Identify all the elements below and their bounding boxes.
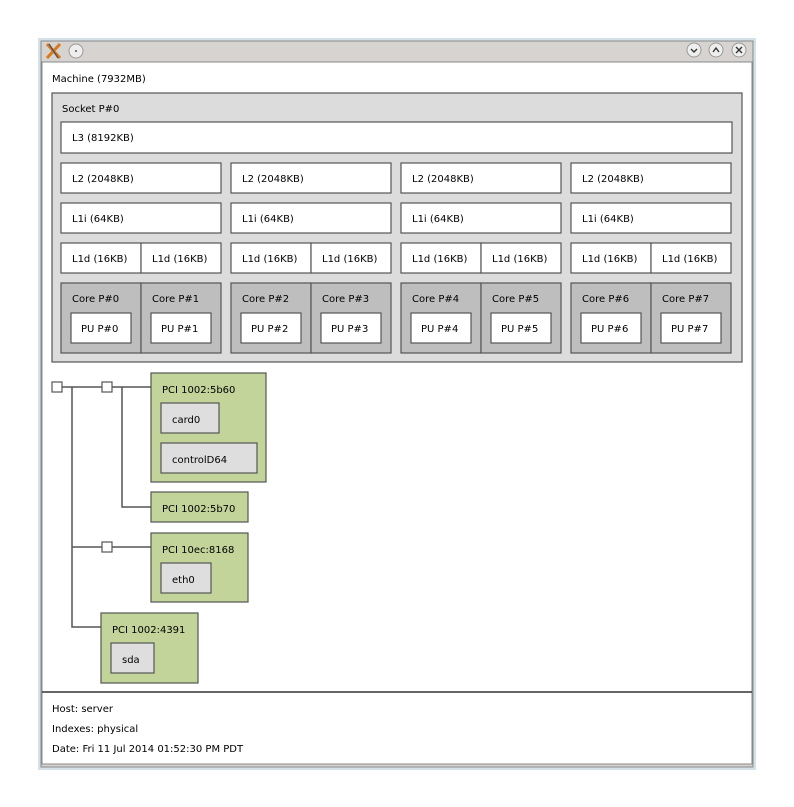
menu-button[interactable] — [68, 43, 84, 59]
pci-label: PCI 1002:5b60 — [162, 385, 235, 396]
pci-bridge — [101, 381, 113, 393]
pu-box — [240, 312, 302, 344]
l2-cache — [60, 162, 222, 194]
l1d-label: L1d (16KB) — [242, 254, 298, 265]
l1i-cache — [60, 202, 222, 234]
l2-cache — [570, 162, 732, 194]
pu-box — [70, 312, 132, 344]
minimize-button[interactable] — [686, 42, 702, 58]
l1d-label: L1d (16KB) — [582, 254, 638, 265]
l3-label: L3 (8192KB) — [72, 133, 134, 144]
os-device-label: eth0 — [172, 575, 195, 586]
l1d-cache — [140, 242, 222, 274]
l1d-label: L1d (16KB) — [492, 254, 548, 265]
pu-label: PU P#3 — [331, 324, 368, 335]
date-label: Date: Fri 11 Jul 2014 01:52:30 PM PDT — [52, 744, 244, 755]
chevron-up-icon[interactable] — [712, 46, 720, 53]
pu-label: PU P#2 — [251, 324, 288, 335]
pu-box — [410, 312, 472, 344]
core-label: Core P#0 — [72, 294, 119, 305]
l1i-label: L1i (64KB) — [582, 214, 634, 225]
os-device-label: card0 — [172, 415, 200, 426]
pci-label: PCI 10ec:8168 — [162, 545, 234, 556]
l1d-cache — [480, 242, 562, 274]
core-label: Core P#2 — [242, 294, 289, 305]
l1i-cache — [570, 202, 732, 234]
pu-label: PU P#0 — [81, 324, 118, 335]
l1d-cache — [570, 242, 652, 274]
app-icon — [45, 42, 62, 60]
l2-cache — [400, 162, 562, 194]
core-label: Core P#7 — [662, 294, 709, 305]
l2-label: L2 (2048KB) — [242, 174, 304, 185]
os-device — [160, 442, 258, 474]
l2-label: L2 (2048KB) — [412, 174, 474, 185]
l1d-cache — [400, 242, 482, 274]
os-device-label: sda — [122, 655, 140, 666]
l1i-cache — [400, 202, 562, 234]
l1i-cache — [230, 202, 392, 234]
l1i-label: L1i (64KB) — [242, 214, 294, 225]
l1i-label: L1i (64KB) — [72, 214, 124, 225]
pu-box — [150, 312, 212, 344]
os-device-label: controlD64 — [172, 455, 227, 466]
pci-label: PCI 1002:4391 — [112, 625, 185, 636]
maximize-button[interactable] — [708, 42, 724, 58]
l1d-label: L1d (16KB) — [322, 254, 378, 265]
pu-label: PU P#7 — [671, 324, 708, 335]
pu-label: PU P#5 — [501, 324, 538, 335]
core-label: Core P#1 — [152, 294, 199, 305]
l2-label: L2 (2048KB) — [72, 174, 134, 185]
l1i-label: L1i (64KB) — [412, 214, 464, 225]
close-icon[interactable] — [735, 46, 743, 54]
os-device — [160, 562, 212, 594]
l1d-label: L1d (16KB) — [72, 254, 128, 265]
core-label: Core P#6 — [582, 294, 629, 305]
titlebar — [45, 42, 747, 60]
pu-label: PU P#4 — [421, 324, 458, 335]
l1d-label: L1d (16KB) — [152, 254, 208, 265]
l2-label: L2 (2048KB) — [582, 174, 644, 185]
host-label: Host: server — [52, 704, 114, 715]
l1d-label: L1d (16KB) — [412, 254, 468, 265]
host-bridge — [51, 381, 63, 393]
pu-box — [490, 312, 552, 344]
machine-label: Machine (7932MB) — [52, 74, 146, 85]
l2-cache — [230, 162, 392, 194]
pu-box — [580, 312, 642, 344]
close-button[interactable] — [731, 42, 747, 58]
l1d-label: L1d (16KB) — [662, 254, 718, 265]
pu-box — [320, 312, 382, 344]
socket-label: Socket P#0 — [62, 104, 119, 115]
os-device — [160, 402, 220, 434]
l1d-cache — [650, 242, 732, 274]
pu-label: PU P#1 — [161, 324, 198, 335]
chevron-down-icon[interactable] — [690, 48, 698, 53]
pci-bridge — [101, 541, 113, 553]
pci-device — [150, 491, 249, 523]
core-label: Core P#5 — [492, 294, 539, 305]
l1d-cache — [60, 242, 142, 274]
l3-cache — [60, 121, 733, 154]
pu-label: PU P#6 — [591, 324, 628, 335]
pci-label: PCI 1002:5b70 — [162, 504, 235, 515]
os-device — [110, 642, 155, 674]
pu-box — [660, 312, 722, 344]
core-label: Core P#4 — [412, 294, 459, 305]
core-label: Core P#3 — [322, 294, 369, 305]
indexes-label: Indexes: physical — [52, 724, 138, 735]
l1d-cache — [310, 242, 392, 274]
